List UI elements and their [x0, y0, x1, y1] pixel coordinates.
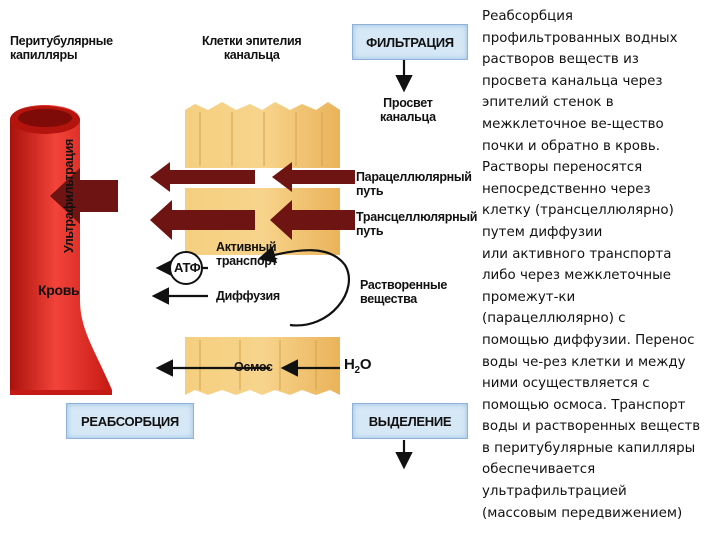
active-transport-line1: Активный	[216, 240, 277, 254]
transcellular-arrow-cell	[150, 200, 255, 240]
description-line: воды че-рез клетки и между	[482, 354, 686, 370]
solute-loop-arrow	[257, 246, 351, 327]
description-line: либо через межклеточные	[482, 268, 671, 284]
solutes-label-line2: вещества	[360, 292, 417, 306]
water-h: H	[344, 356, 355, 373]
description-line: (массовым передвижением)	[482, 505, 683, 521]
description-line: непосредственно через	[482, 181, 651, 197]
transcellular-arrow-lumen	[270, 200, 355, 240]
excretion-box: ВЫДЕЛЕНИЕ	[352, 403, 468, 439]
solutes-label-line1: Растворенные	[360, 278, 448, 292]
thin-arrows	[151, 60, 413, 470]
description-line: просвета канальца через	[482, 73, 663, 89]
description-line: помощью осмоса. Транспорт	[482, 397, 686, 413]
paracellular-label-line1: Парацеллюлярный	[356, 170, 472, 184]
atp-marker	[169, 251, 203, 285]
description-line: обеспечивается	[482, 462, 596, 478]
lumen-label-line1: Просвет	[383, 96, 433, 110]
lumen-label: Просвет канальца	[380, 96, 436, 124]
epithelial-cells	[185, 102, 340, 395]
epithelium-label: Клетки эпителия канальца	[202, 34, 302, 62]
description-line: промежут-ки	[482, 289, 576, 305]
paracellular-label-line2: путь	[356, 184, 384, 198]
description-line: в перитубулярные капилляры	[482, 440, 696, 456]
description-line: растворов веществ из	[482, 52, 639, 68]
solutes-label: Растворенные вещества	[360, 278, 447, 306]
osmosis-label: Осмос	[234, 360, 273, 374]
description-line: воды и растворенных веществ	[482, 419, 701, 435]
lumen-label-line2: канальца	[380, 110, 436, 124]
water-sub: 2	[354, 365, 361, 376]
capillaries-label: Перитубулярные капилляры	[10, 34, 113, 62]
transcellular-label-line1: Трансцеллюлярный	[356, 210, 478, 224]
ultrafiltration-arrows	[50, 162, 355, 240]
water-label: H2O	[344, 356, 372, 378]
reabsorption-description: Реабсорбция профильтрованных водных раство…	[482, 6, 718, 524]
description-line: ними осуществляется с	[482, 376, 650, 392]
capillaries-label-line2: капилляры	[10, 48, 78, 62]
description-line: или активного транспорта	[482, 246, 672, 262]
ultrafiltration-arrow	[50, 168, 118, 224]
transcellular-label: Трансцеллюлярный путь	[356, 210, 477, 238]
description-line: (парацеллюлярно) с	[482, 311, 626, 327]
filtration-box: ФИЛЬТРАЦИЯ	[352, 24, 468, 60]
peritubular-capillary	[10, 105, 112, 395]
paracellular-arrow-lumen	[272, 162, 355, 192]
description-line: почки и обратно в кровь.	[482, 138, 660, 154]
reabsorption-diagram	[10, 60, 413, 470]
atp-label: АТФ	[174, 260, 201, 275]
transcellular-label-line2: путь	[356, 224, 384, 238]
water-o: O	[359, 356, 372, 373]
paracellular-arrow-cell	[150, 162, 255, 192]
description-line: помощью диффузии. Перенос	[482, 332, 695, 348]
description-line: ультрафильтрацией	[482, 484, 627, 500]
description-line: эпителий стенок в	[482, 95, 614, 111]
epithelium-label-line1: Клетки эпителия	[202, 34, 302, 48]
capillaries-label-line1: Перитубулярные	[10, 34, 113, 48]
blood-label: Кровь	[38, 282, 80, 298]
description-line: межклеточное ве-щество	[482, 116, 664, 132]
description-line: профильтрованных водных	[482, 30, 678, 46]
description-line: Реабсорбция	[482, 9, 573, 24]
epithelium-label-line2: канальца	[223, 48, 280, 62]
active-transport-label: Активный транспорт	[216, 240, 278, 268]
description-line: Растворы переносятся	[482, 160, 643, 176]
diffusion-label: Диффузия	[216, 289, 280, 303]
description-line: клетку (трансцеллюлярно)	[482, 203, 674, 219]
active-transport-line2: транспорт	[216, 254, 278, 268]
reabsorption-box: РЕАБСОРБЦИЯ	[66, 403, 194, 439]
paracellular-label: Парацеллюлярный путь	[356, 170, 472, 198]
description-line: путем диффузии	[482, 224, 603, 240]
